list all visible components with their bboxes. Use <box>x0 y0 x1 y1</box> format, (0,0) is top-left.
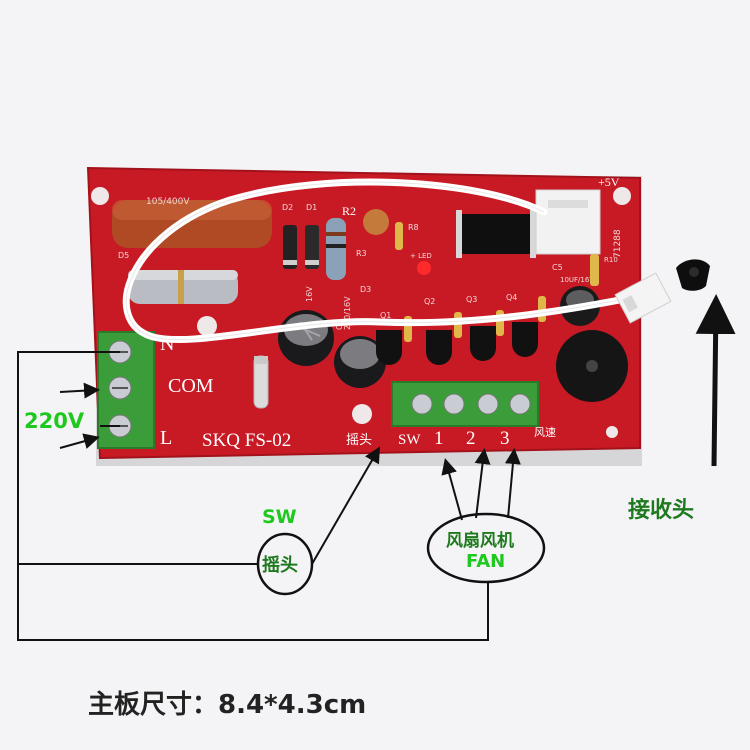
r8-label: R8 <box>408 223 419 232</box>
resistor-small <box>454 312 462 338</box>
board-model-label: SKQ FS-02 <box>202 430 291 451</box>
resistor-r8 <box>395 222 403 250</box>
cap-rating-label: 105/400V <box>146 197 190 207</box>
swing-annotation: 摇头 <box>262 554 298 576</box>
c5-label: C5 <box>552 263 563 272</box>
d1-label: D1 <box>306 203 317 212</box>
annotation-arrows <box>59 294 736 521</box>
electrolytic-capacitor-2 <box>334 336 386 388</box>
mounting-hole <box>197 316 217 336</box>
terminal-block-fan <box>391 381 539 427</box>
sw-silk-label: SW <box>398 432 421 448</box>
power-resistor <box>128 270 238 304</box>
receiver-annotation: 接收头 <box>628 497 694 523</box>
ceramic-capacitor <box>363 209 389 235</box>
speed-silk-label: 风速 <box>534 426 556 439</box>
d2-label: D2 <box>282 203 293 212</box>
buzzer <box>556 330 628 402</box>
swing-bubble <box>256 532 314 596</box>
diode-d1 <box>305 225 319 269</box>
sw-annotation: SW <box>262 506 297 528</box>
d3-label: D3 <box>360 285 371 294</box>
mounting-hole <box>352 404 372 424</box>
r10-label: R10 <box>604 256 618 264</box>
code-71288: 71288 <box>613 229 623 258</box>
d5-label: D5 <box>118 251 129 260</box>
mounting-hole <box>91 187 109 205</box>
r3-label: R3 <box>356 249 367 258</box>
cap-16v-label: 16V <box>305 286 314 302</box>
ic-chip <box>456 210 536 258</box>
speed-3-label: 3 <box>500 428 510 449</box>
swing-silk-label: 摇头 <box>346 432 372 447</box>
q4-label: Q4 <box>506 293 517 302</box>
led <box>417 261 431 275</box>
plus5v-label: +5V <box>598 175 620 189</box>
transistor-q2 <box>426 330 452 365</box>
fan-bubble <box>426 512 546 584</box>
transistor-q3 <box>470 326 496 361</box>
wire-connector-top <box>535 189 601 255</box>
electrolytic-capacitor-1 <box>278 310 334 366</box>
transistor-q4 <box>512 322 538 357</box>
q1-label: Q1 <box>380 311 391 320</box>
transistor-q1 <box>376 330 402 365</box>
fan-cn-annotation: 风扇风机 <box>446 530 514 551</box>
annotation-lines <box>17 351 489 641</box>
mounting-hole <box>613 187 631 205</box>
c5-value-label: 10UF/16V <box>560 276 594 284</box>
led-label: + LED <box>410 252 432 260</box>
film-capacitor <box>112 200 272 248</box>
terminal-l-label: L <box>160 427 172 449</box>
speed-1-label: 1 <box>434 428 444 449</box>
speed-2-label: 2 <box>466 428 476 449</box>
cap-220-label: 220/16V <box>343 296 352 330</box>
r2-label: R2 <box>342 204 356 218</box>
board-size-caption: 主板尺寸：8.4*4.3cm <box>88 690 366 720</box>
fuse <box>253 355 269 409</box>
fan-en-annotation: FAN <box>466 551 505 572</box>
terminal-com-label: COM <box>168 375 214 397</box>
terminal-block-power <box>97 331 155 449</box>
resistor-r10 <box>590 254 599 286</box>
diode-d2 <box>283 225 297 269</box>
q3-label: Q3 <box>466 295 477 304</box>
voltage-label: 220V <box>24 409 85 433</box>
receiver-connector <box>614 272 672 324</box>
q2-label: Q2 <box>424 297 435 306</box>
mounting-hole <box>606 426 618 438</box>
resistor-r2 <box>326 218 346 280</box>
resistor-small <box>496 310 504 336</box>
ir-receiver-sensor <box>676 259 710 291</box>
